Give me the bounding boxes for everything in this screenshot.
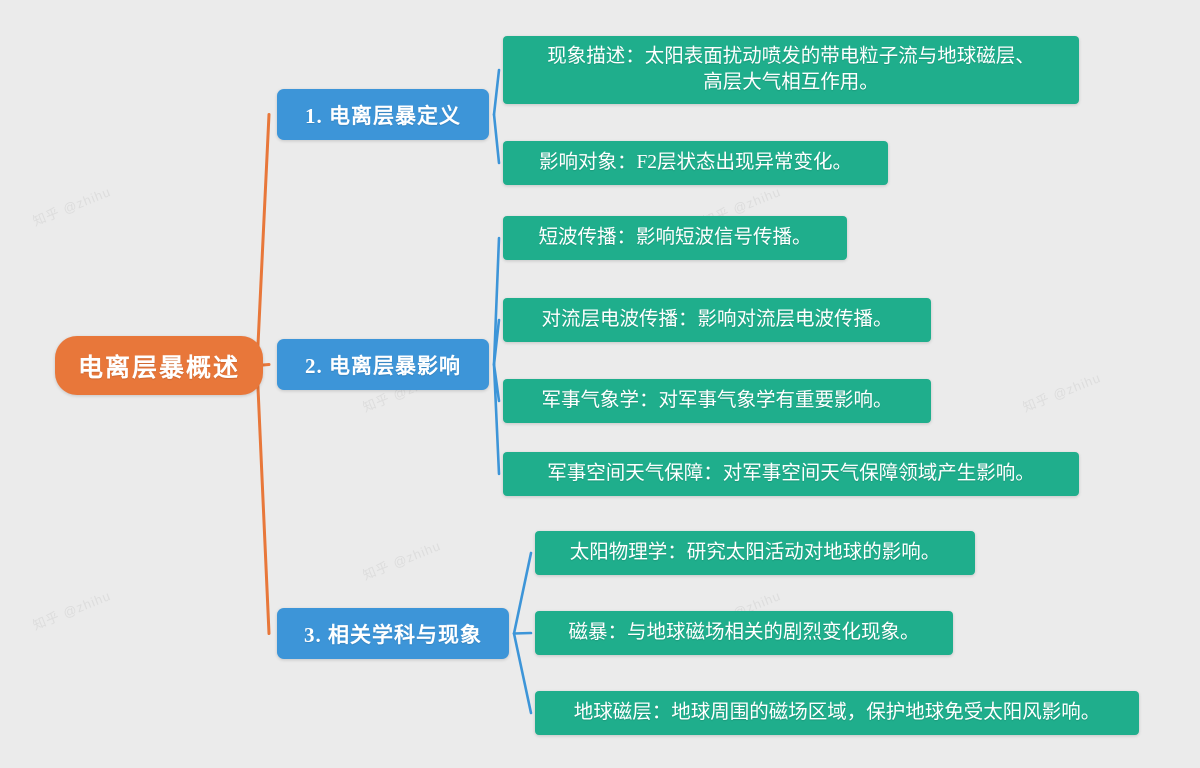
leaf-node-3-2[interactable]: 磁暴：与地球磁场相关的剧烈变化现象。 [535, 611, 953, 655]
leaf-node-label: 高层大气相互作用。 [703, 72, 879, 93]
branch-leaf-connector [512, 632, 533, 715]
leaf-node-label: 军事空间天气保障：对军事空间天气保障领域产生影响。 [547, 463, 1035, 485]
leaf-node-label: 现象描述：太阳表面扰动喷发的带电粒子流与地球磁层、 [547, 46, 1035, 68]
leaf-node-label: 对流层电波传播：影响对流层电波传播。 [541, 309, 893, 331]
branch-leaf-connector [512, 631, 533, 635]
leaf-node-1-1[interactable]: 现象描述：太阳表面扰动喷发的带电粒子流与地球磁层、高层大气相互作用。 [503, 36, 1079, 104]
branch-leaf-connector [512, 551, 533, 635]
branch-leaf-connector [492, 363, 501, 476]
leaf-node-label: 军事气象学：对军事气象学有重要影响。 [541, 390, 893, 412]
leaf-node-label: 磁暴：与地球磁场相关的剧烈变化现象。 [568, 622, 920, 644]
leaf-node-2-4[interactable]: 军事空间天气保障：对军事空间天气保障领域产生影响。 [503, 452, 1079, 496]
branch-leaf-connector [492, 363, 501, 403]
branch-leaf-connector [492, 68, 501, 116]
branch-leaf-connector [492, 113, 501, 165]
branch-leaf-connector [492, 236, 501, 366]
root-branch-connector [255, 113, 271, 367]
leaf-node-2-1[interactable]: 短波传播：影响短波信号传播。 [503, 216, 847, 260]
branch-leaf-connector [492, 318, 501, 366]
watermark: 知乎 @zhihu [30, 183, 114, 229]
watermark: 知乎 @zhihu [1020, 369, 1104, 415]
branch-node-label: 1. 电离层暴定义 [305, 103, 461, 128]
leaf-node-3-1[interactable]: 太阳物理学：研究太阳活动对地球的影响。 [535, 531, 975, 575]
leaf-node-2-2[interactable]: 对流层电波传播：影响对流层电波传播。 [503, 298, 931, 342]
branch-node-3[interactable]: 3. 相关学科与现象 [277, 608, 509, 659]
watermark: 知乎 @zhihu [30, 587, 114, 633]
branch-node-1[interactable]: 1. 电离层暴定义 [277, 89, 489, 140]
leaf-node-2-3[interactable]: 军事气象学：对军事气象学有重要影响。 [503, 379, 931, 423]
leaf-node-label: 太阳物理学：研究太阳活动对地球的影响。 [569, 542, 941, 564]
leaf-node-1-2[interactable]: 影响对象：F2层状态出现异常变化。 [503, 141, 888, 185]
leaf-node-label: 影响对象：F2层状态出现异常变化。 [538, 152, 853, 174]
root-branch-connector [255, 364, 271, 635]
root-node[interactable]: 电离层暴概述 [55, 336, 263, 395]
leaf-node-label: 地球磁层：地球周围的磁场区域，保护地球免受太阳风影响。 [573, 702, 1101, 724]
leaf-node-label: 短波传播：影响短波信号传播。 [538, 227, 812, 249]
branch-node-2[interactable]: 2. 电离层暴影响 [277, 339, 489, 390]
watermark: 知乎 @zhihu [360, 537, 444, 583]
root-node-label: 电离层暴概述 [77, 354, 240, 382]
branch-node-label: 2. 电离层暴影响 [305, 353, 461, 378]
leaf-node-3-3[interactable]: 地球磁层：地球周围的磁场区域，保护地球免受太阳风影响。 [535, 691, 1139, 735]
branch-node-label: 3. 相关学科与现象 [304, 622, 482, 647]
